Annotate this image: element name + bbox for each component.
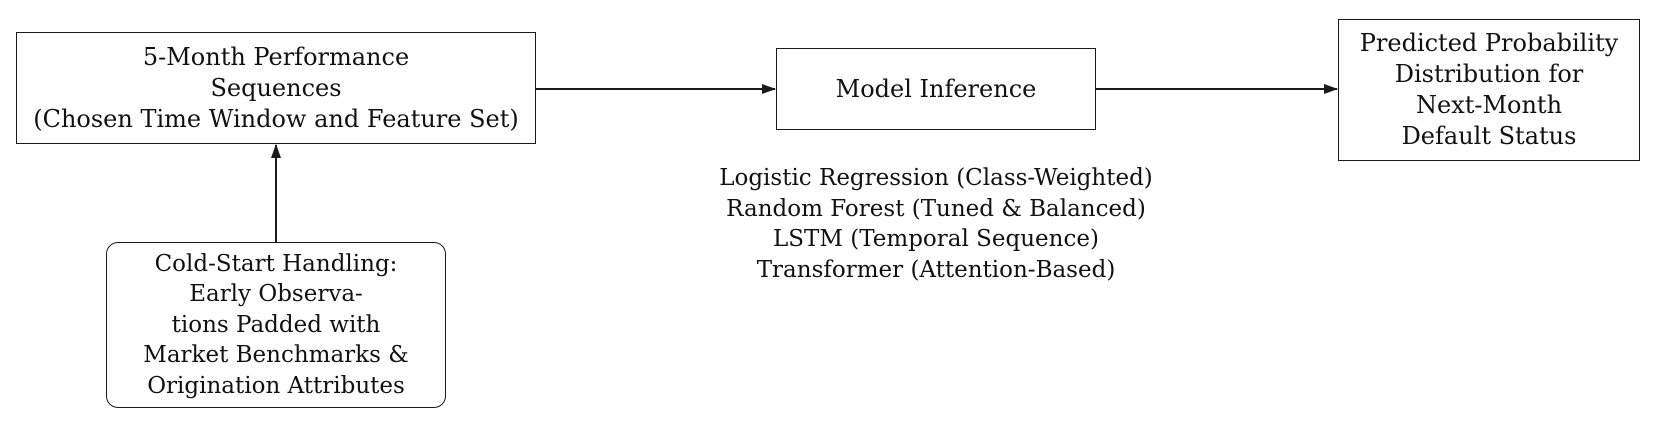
input-sequences-line: Sequences: [210, 73, 342, 102]
cold-start-line: Cold-Start Handling:: [154, 250, 398, 277]
model-list-item: Transformer (Attention-Based): [756, 256, 1116, 283]
model-list-item: Random Forest (Tuned & Balanced): [726, 195, 1146, 222]
cold-start-line: Early Observa-: [189, 281, 363, 308]
output-distribution-line: Predicted Probability: [1359, 29, 1619, 57]
output-distribution-node: Predicted Probability Distribution for N…: [1338, 19, 1640, 161]
model-list-item: Logistic Regression (Class-Weighted): [719, 165, 1153, 191]
cold-start-node: Cold-Start Handling: Early Observa- tion…: [106, 242, 446, 408]
model-list-item: LSTM (Temporal Sequence): [773, 226, 1099, 252]
cold-start-line: tions Padded with: [171, 311, 381, 338]
input-sequences-line: (Chosen Time Window and Feature Set): [33, 104, 519, 133]
output-distribution-line: Next-Month: [1415, 91, 1563, 119]
model-list: Logistic Regression (Class-Weighted) Ran…: [676, 163, 1196, 285]
cold-start-line: Market Benchmarks &: [143, 342, 409, 369]
model-inference-node: Model Inference: [776, 48, 1096, 130]
output-distribution-line: Default Status: [1401, 122, 1577, 150]
cold-start-line: Origination Attributes: [147, 372, 405, 399]
model-inference-label: Model Inference: [835, 74, 1037, 103]
input-sequences-line: 5-Month Performance: [142, 42, 410, 71]
input-sequences-node: 5-Month Performance Sequences (Chosen Ti…: [16, 32, 536, 144]
output-distribution-line: Distribution for: [1394, 60, 1584, 88]
